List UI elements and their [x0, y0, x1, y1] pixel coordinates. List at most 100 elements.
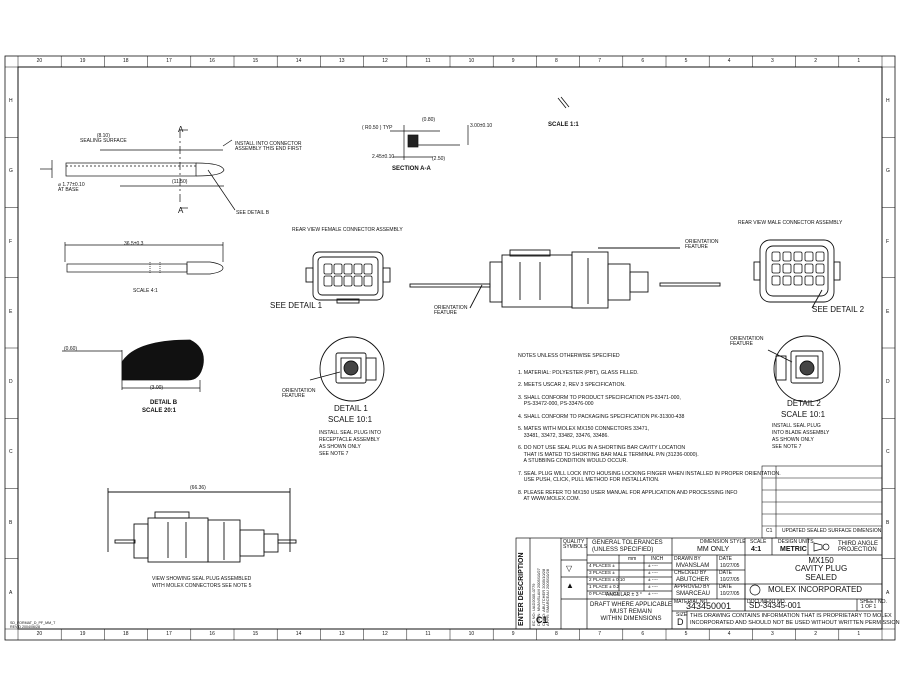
zone-column-label: 16: [209, 631, 215, 637]
drawn-date-label: DATE: [719, 556, 732, 562]
center-mated-assembly: [409, 247, 721, 309]
sheet-label: SHEET NO.: [860, 599, 887, 605]
connector-cavity: [793, 275, 803, 286]
female-view-title: REAR VIEW FEMALE CONNECTOR ASSEMBLY: [292, 227, 403, 233]
connector-cavity: [363, 275, 373, 287]
zone-row-label: B: [886, 519, 890, 526]
document-no-label: DOCUMENT NO.: [747, 599, 787, 605]
tolerance-place: 4 PLACES ±: [589, 563, 615, 568]
zone-column-label: 20: [36, 631, 43, 637]
diameter-dim: ⌀ 1.77±0.10 AT BASE: [58, 182, 85, 193]
connector-cavity: [333, 275, 343, 287]
assembly-caption: VIEW SHOWING SEAL PLUG ASSEMBLED WITH MO…: [152, 576, 252, 589]
zone-column-label: 6: [641, 631, 645, 637]
scale-value: 4:1: [751, 546, 762, 553]
zone-row-label: A: [9, 589, 13, 596]
zone-row-label: E: [886, 308, 890, 315]
section-r-typ: ( R0.50 ) TYP: [362, 125, 393, 131]
connector-cavity: [363, 263, 373, 275]
zone-row-label: C: [886, 449, 890, 456]
detail-2-title: DETAIL 2: [787, 399, 821, 408]
sealing-surface-dim: (8.10) SEALING SURFACE: [80, 133, 127, 144]
zone-column-label: 8: [555, 631, 558, 637]
scale-1-1-plug: [557, 96, 570, 109]
detail-1-note: INSTALL SEAL PLUG INTO RECEPTACLE ASSEMB…: [319, 430, 381, 457]
design-units-value: METRIC: [780, 546, 807, 553]
note-8: 8. PLEASE REFER TO MX150 USER MANUAL FOR…: [518, 489, 738, 503]
size-value: D: [677, 617, 684, 627]
scale-label: SCALE: [750, 539, 767, 545]
approved-by: SMARCEAU: [676, 591, 711, 597]
connector-cavity: [771, 251, 781, 262]
zone-column-label: 11: [425, 631, 431, 637]
zone-column-label: 19: [79, 58, 86, 64]
zone-column-label: 2: [814, 58, 817, 64]
section-cut-label-bottom: A: [178, 206, 184, 215]
zone-column-label: 7: [598, 58, 601, 64]
connector-cavity: [804, 251, 814, 262]
plug-scale-4-1: [64, 242, 224, 275]
material-no: 343450001: [686, 601, 732, 611]
enter-description: ENTER DESCRIPTION: [518, 552, 525, 626]
approved-by-label: APPROVED BY: [674, 584, 710, 590]
zone-row-label: H: [9, 98, 13, 105]
detail-2-view: [767, 335, 841, 403]
approved-date: 10/27/05: [720, 591, 740, 597]
detail-b-scale: SCALE 20:1: [142, 408, 177, 414]
zone-column-label: 19: [79, 631, 86, 637]
tolerance-place: 2 PLACES ± 0.10: [589, 577, 625, 582]
male-see-detail: SEE DETAIL 2: [812, 305, 865, 314]
connector-cavity: [804, 263, 814, 274]
section-d250: (2.50): [432, 156, 446, 162]
zone-row-label: B: [9, 519, 13, 526]
tol-mm-header: mm: [628, 556, 637, 562]
zone-row-label: G: [9, 168, 13, 175]
detail-1-view: [309, 336, 385, 402]
zone-column-label: 5: [684, 58, 688, 64]
zone-row-label: E: [9, 308, 13, 315]
female-see-detail: SEE DETAIL 1: [270, 301, 323, 310]
section-cut-label-top: A: [178, 125, 184, 134]
section-aa-view: [390, 125, 469, 160]
detail-b-dim060: (0.60): [64, 346, 78, 352]
connector-cavity: [815, 263, 825, 274]
zone-column-label: 12: [382, 58, 388, 64]
drawn-date: 10/27/05: [720, 563, 740, 569]
male-connector-rear-view: [753, 239, 841, 309]
note-3: 3. SHALL CONFORM TO PRODUCT SPECIFICATIO…: [518, 394, 681, 408]
tolerance-place: 0 PLACE ± 0.5: [589, 591, 620, 596]
note-6: 6. DO NOT USE SEAL PLUG IN A SHORTING BA…: [518, 445, 699, 464]
zone-row-label: F: [9, 238, 13, 245]
quality-symbol-1: ▽: [566, 564, 573, 573]
projection-label: THIRD ANGLE PROJECTION: [838, 541, 879, 553]
outer-border: [4, 55, 896, 641]
connector-cavity: [815, 275, 825, 286]
notes-header: NOTES UNLESS OTHERWISE SPECIFIED: [518, 353, 620, 359]
zone-column-label: 18: [123, 631, 129, 637]
zone-row-label: D: [9, 379, 13, 386]
drawing-title: MX150 CAVITY PLUG SEALED: [795, 556, 848, 582]
connector-cavity: [353, 275, 363, 287]
tolerance-inch: ± ----: [648, 577, 658, 582]
zone-column-label: 5: [684, 631, 688, 637]
connector-cavity: [333, 263, 343, 275]
female-connector-rear-view: [305, 251, 391, 304]
section-d245: 2.45±0.10: [372, 154, 395, 160]
connector-cavity: [815, 251, 825, 262]
zone-row-label: D: [886, 379, 890, 386]
zone-column-label: 17: [166, 58, 172, 64]
zone-column-label: 15: [252, 631, 259, 637]
connector-cavity: [323, 263, 333, 275]
section-d300: 3.00±0.10: [470, 123, 493, 129]
format-code: SD_FORMAT_D_PF_MM_T REV D 2004/06/28: [10, 621, 56, 630]
note-1: 1. MATERIAL: POLYESTER (PBT), GLASS FILL…: [518, 369, 639, 376]
checked-by: ABUTCHER: [676, 577, 710, 583]
detail-b-title: DETAIL B: [150, 400, 178, 406]
zone-column-label: 10: [468, 58, 475, 64]
male-view-title: REAR VIEW MALE CONNECTOR ASSEMBLY: [738, 220, 843, 226]
zone-ticks: [5, 56, 895, 640]
quality-symbol-2: ▲: [566, 581, 574, 590]
zone-column-label: 9: [511, 631, 515, 637]
rev-col-value: C1: [536, 615, 548, 625]
